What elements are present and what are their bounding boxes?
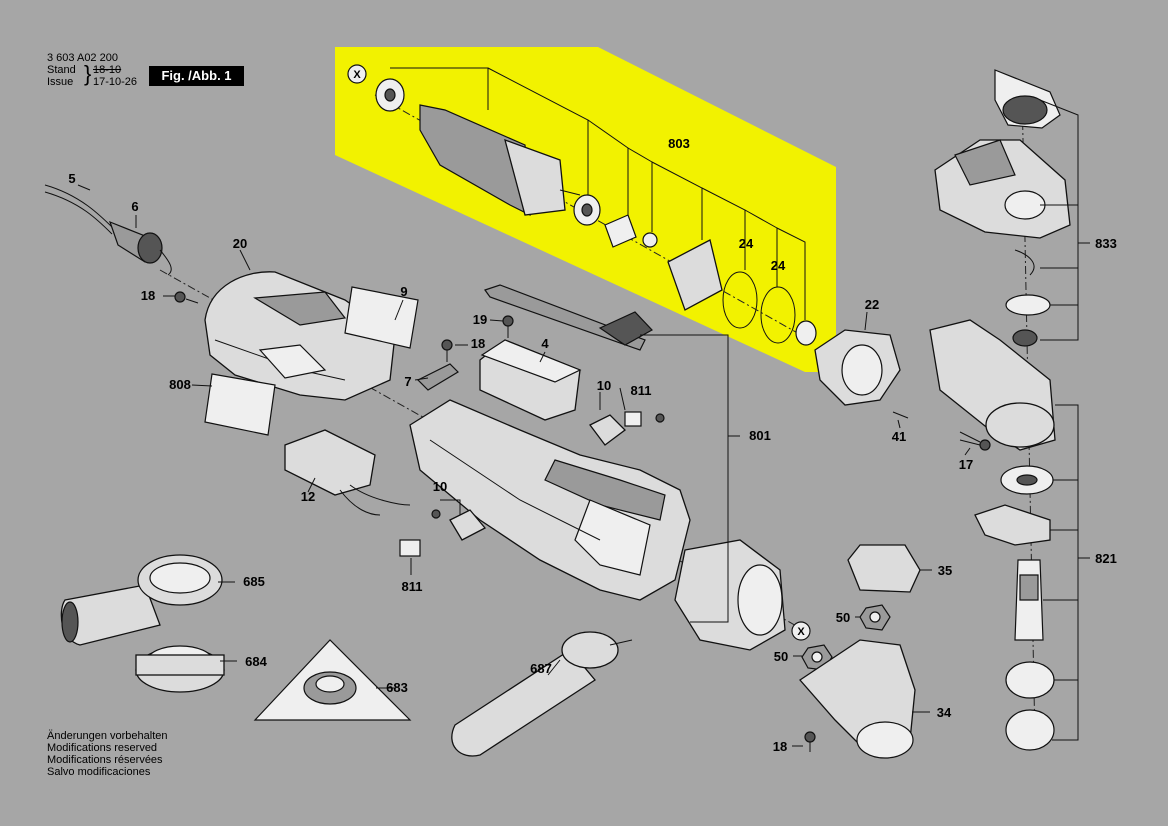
callout-19: 19: [473, 312, 487, 327]
armature-803: [347, 64, 817, 346]
callout-18-left: 18: [141, 288, 155, 303]
callout-811-lower: 811: [402, 579, 423, 594]
callout-821: 821: [1095, 551, 1117, 566]
adapter-ring-684: [135, 645, 225, 693]
screw-18-mid: [441, 339, 453, 362]
screw-18-left: [174, 291, 199, 304]
callout-6: 6: [131, 199, 138, 214]
callout-24-first: 24: [739, 236, 754, 251]
gear-housing: [929, 319, 1056, 451]
callout-833: 833: [1095, 236, 1117, 251]
callout-35: 35: [938, 563, 952, 578]
callout-803: 803: [668, 136, 690, 151]
label-808: [204, 373, 276, 436]
cover-35: [847, 544, 921, 593]
pin-41: [892, 411, 909, 419]
callout-808: 808: [169, 377, 191, 392]
gear-head-833: [934, 69, 1071, 347]
nut-50-upper: [859, 604, 891, 631]
screw-18-bottom: [804, 731, 816, 752]
callout-7: 7: [404, 374, 411, 389]
callout-x-upper: X: [353, 69, 361, 81]
stand-label: Stand: [47, 64, 76, 76]
note-fr: Modifications réservées: [47, 754, 163, 766]
notes-block: Änderungen vorbehalten Modifications res…: [47, 730, 167, 778]
issue-label: Issue: [47, 76, 74, 88]
capacitor-12: [284, 429, 411, 516]
screw-19: [502, 315, 514, 338]
callout-18-mid: 18: [471, 336, 485, 351]
callout-683: 683: [386, 680, 408, 695]
cord-guard: [109, 220, 172, 276]
sanding-plate-683: [253, 639, 412, 721]
note-es: Salvo modificaciones: [47, 766, 151, 778]
stand-value: 18-10: [93, 64, 122, 76]
header-brace: }: [84, 61, 92, 86]
lever-7: [416, 363, 459, 391]
figure-tag: Fig. /Abb. 1: [149, 66, 244, 86]
callout-685: 685: [243, 574, 265, 589]
callout-811-upper: 811: [631, 383, 652, 398]
callout-24-second: 24: [771, 258, 786, 273]
callout-10-lower: 10: [433, 479, 447, 494]
callout-18-bottom: 18: [773, 739, 787, 754]
side-handle-687: [451, 631, 633, 757]
brush-holder-10-lower: [399, 509, 487, 557]
callout-50-lower: 50: [774, 649, 788, 664]
callout-4: 4: [541, 336, 549, 351]
issue-value: 17-10-26: [93, 76, 138, 88]
callout-801: 801: [749, 428, 771, 443]
spindle-821: [974, 465, 1055, 751]
housing-half-20: [204, 271, 396, 401]
label-9: [344, 286, 419, 349]
document-number: 3 603 A02 200: [47, 52, 118, 64]
motor-housing-801: [409, 399, 691, 601]
switch-rod: [484, 284, 653, 351]
callout-5: 5: [68, 171, 75, 186]
x-marker-lower: [791, 621, 811, 641]
callout-34: 34: [937, 705, 952, 720]
note-en: Modifications reserved: [47, 742, 158, 754]
callout-20: 20: [233, 236, 247, 251]
note-de: Änderungen vorbehalten: [47, 730, 168, 742]
callout-9: 9: [400, 284, 407, 299]
callout-50-upper: 50: [836, 610, 850, 625]
field-coil: [674, 539, 786, 651]
power-cord: [44, 184, 116, 231]
bracket-22: [814, 329, 901, 406]
callout-687: 687: [530, 661, 552, 676]
electronics-module-4: [479, 339, 582, 421]
brush-holder-10-upper: [589, 411, 665, 446]
dust-nozzle-685: [60, 554, 223, 646]
callout-41: 41: [892, 429, 906, 444]
callout-684: 684: [245, 654, 267, 669]
leader-lines: [77, 99, 1090, 747]
callout-22: 22: [865, 297, 879, 312]
housing-34: [799, 639, 916, 759]
callout-10-upper: 10: [597, 378, 611, 393]
power-cord-2: [44, 191, 113, 235]
callout-12: 12: [301, 489, 315, 504]
callout-17: 17: [959, 457, 973, 472]
screw-17: [959, 431, 991, 451]
callout-x-lower: X: [797, 626, 805, 638]
